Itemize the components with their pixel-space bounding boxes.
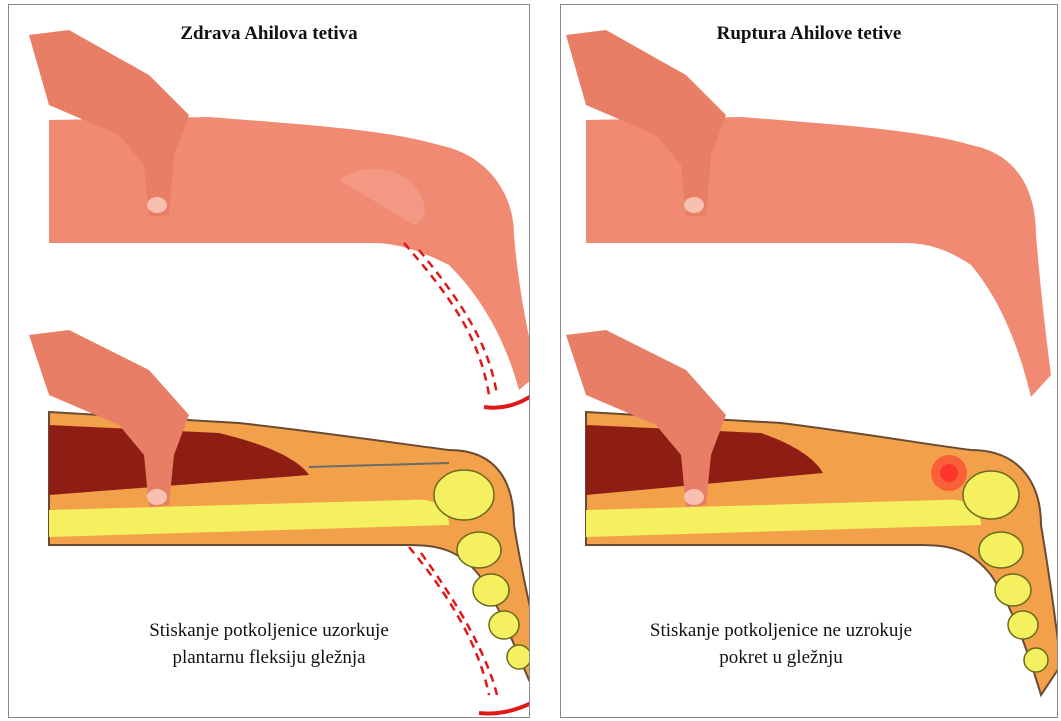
ruptured-caption-line2: pokret u gležnju — [601, 644, 961, 671]
lower-flexion-arrow — [479, 700, 530, 713]
upper-leg-skin — [49, 117, 530, 390]
healthy-panel-title: Zdrava Ahilova tetiva — [9, 23, 529, 45]
ruptured-caption-line1: Stiskanje potkoljenice ne uzrokuje — [601, 617, 961, 644]
ruptured-panel-caption: Stiskanje potkoljenice ne uzrokuje pokre… — [601, 617, 961, 671]
tendon-rupture-marker — [931, 455, 967, 491]
ruptured-tendon-illustration — [561, 5, 1058, 718]
ruptured-tendon-panel: Ruptura Ahilove tetive Stiskanje potkolj… — [560, 4, 1058, 718]
ruptured-panel-title: Ruptura Ahilove tetive — [561, 23, 1057, 45]
healthy-panel-caption: Stiskanje potkoljenice uzorkuje plantarn… — [104, 617, 434, 671]
healthy-tendon-illustration — [9, 5, 530, 718]
healthy-caption-line1: Stiskanje potkoljenice uzorkuje — [104, 617, 434, 644]
healthy-tendon-panel: Zdrava Ahilova tetiva Stiskanje potkolje… — [8, 4, 530, 718]
healthy-caption-line2: plantarnu fleksiju gležnja — [104, 644, 434, 671]
upper-flexion-arrow — [484, 390, 530, 408]
